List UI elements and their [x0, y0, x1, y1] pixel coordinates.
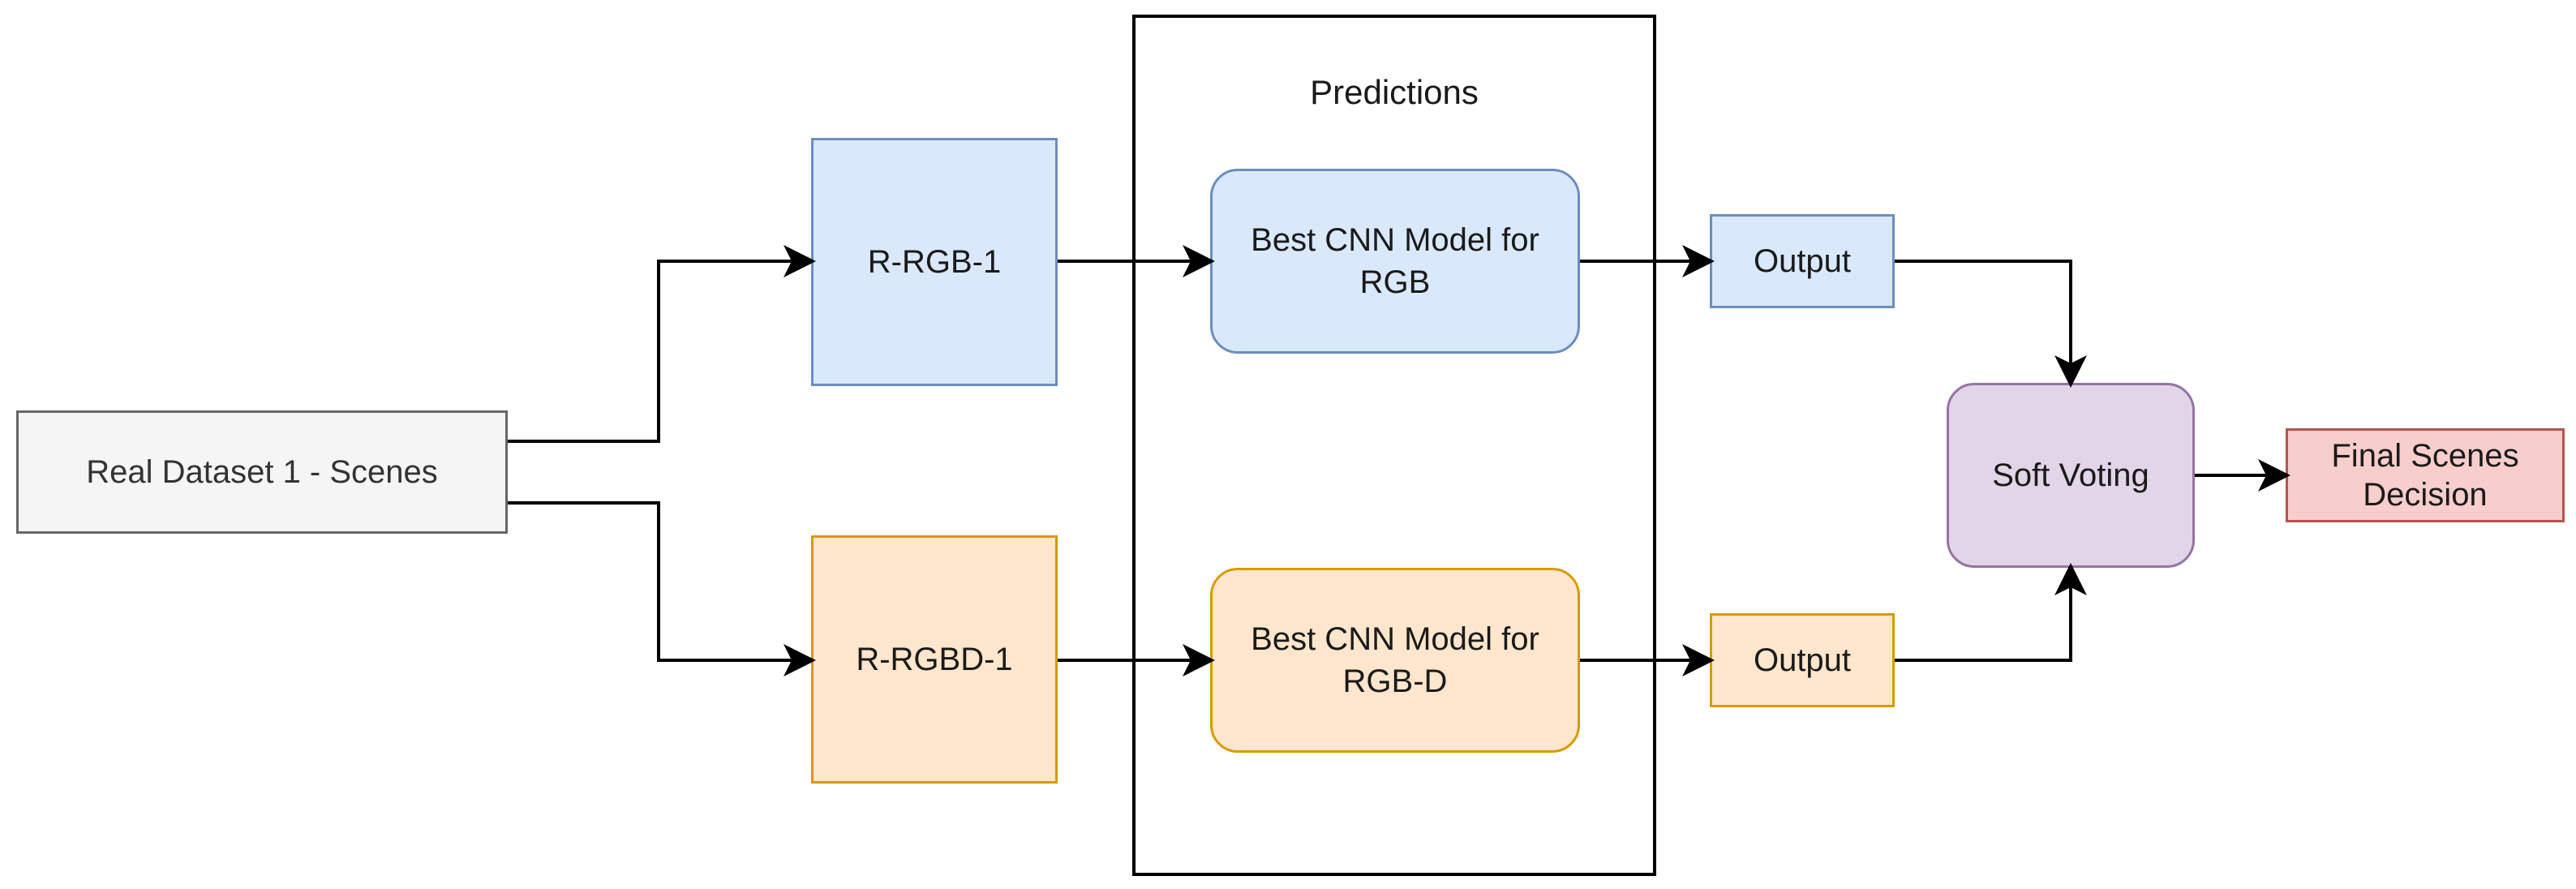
real-dataset-node: Real Dataset 1 - Scenes	[16, 410, 508, 534]
output-rgb-node: Output	[1710, 214, 1895, 308]
cnn-rgb-label: Best CNN Model for RGB	[1251, 222, 1539, 300]
r-rgbd-1-label: R-RGBD-1	[856, 642, 1013, 677]
final-decision-node: Final Scenes Decision	[2286, 428, 2565, 522]
soft-voting-label: Soft Voting	[1992, 457, 2149, 493]
edge-output-rgbd-to-soft-voting	[1895, 563, 2087, 662]
real-dataset-label: Real Dataset 1 - Scenes	[86, 454, 438, 490]
r-rgbd-1-node: R-RGBD-1	[811, 535, 1058, 784]
soft-voting-node: Soft Voting	[1947, 383, 2195, 568]
predictions-container: Predictions	[1132, 15, 1656, 876]
output-rgbd-label: Output	[1753, 642, 1852, 678]
r-rgb-1-node: R-RGB-1	[811, 138, 1058, 386]
cnn-rgb-node: Best CNN Model for RGB	[1210, 169, 1580, 354]
r-rgb-1-label: R-RGB-1	[867, 244, 1002, 280]
cnn-rgbd-label: Best CNN Model for RGB-D	[1251, 621, 1539, 699]
output-rgb-label: Output	[1753, 243, 1852, 279]
final-decision-label: Final Scenes Decision	[2331, 438, 2519, 513]
predictions-title: Predictions	[1310, 73, 1479, 111]
cnn-rgbd-node: Best CNN Model for RGB-D	[1210, 568, 1580, 753]
output-rgbd-node: Output	[1710, 613, 1895, 707]
edge-dataset-to-r-rgb-1	[508, 245, 816, 443]
edge-dataset-to-r-rgbd-1	[508, 501, 816, 676]
edge-output-rgb-to-soft-voting	[1895, 260, 2087, 388]
